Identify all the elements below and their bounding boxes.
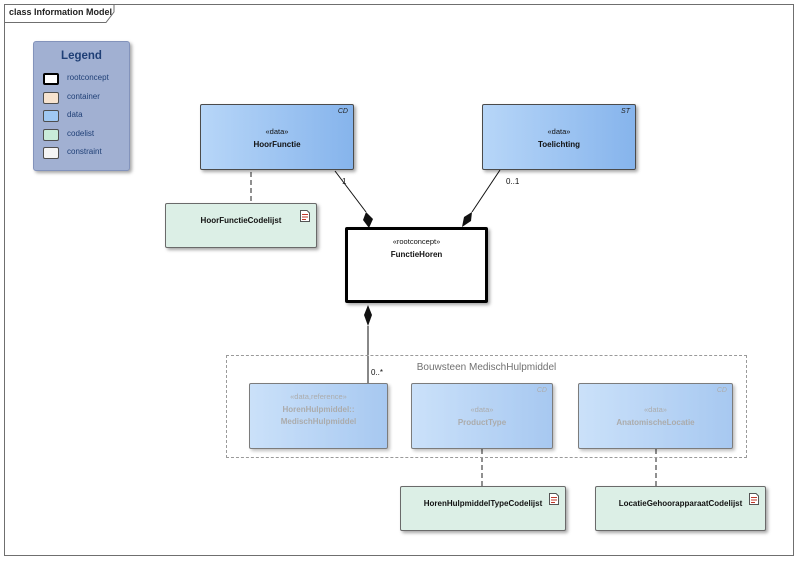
codelist-document-icon xyxy=(300,210,310,222)
toelichting-aggregation-diamond xyxy=(462,212,472,227)
legend-swatch xyxy=(43,147,59,159)
class-tag: CD xyxy=(536,387,547,394)
legend-label: container xyxy=(67,92,100,101)
legend-swatch xyxy=(43,110,59,122)
class-name-line-2: MedischHulpmiddel xyxy=(280,417,357,426)
hoorfunctie-aggregation-diamond xyxy=(363,212,373,228)
class-stereotype: «data» xyxy=(265,127,289,136)
class-medischhulpmiddel[interactable]: «data,reference» HorenHulpmiddel:: Medis… xyxy=(249,383,388,449)
class-tag: ST xyxy=(621,108,630,115)
class-name: FunctieHoren xyxy=(390,250,443,259)
legend-label: codelist xyxy=(67,129,95,138)
class-stereotype: «data,reference» xyxy=(290,392,347,401)
legend-swatch xyxy=(43,73,59,85)
codelist-name: HorenHulpmiddelTypeCodelijst xyxy=(423,499,543,508)
class-tag: CD xyxy=(337,108,348,115)
boundary-bouwsteen-medischhulpmiddel: Bouwsteen MedischHulpmiddel xyxy=(226,355,747,458)
toelichting-association-line xyxy=(471,169,501,213)
diagram-frame xyxy=(4,4,794,556)
class-name: Toelichting xyxy=(537,140,581,149)
class-stereotype: «data» xyxy=(547,127,571,136)
legend-swatch xyxy=(43,92,59,104)
class-tag: CD xyxy=(716,387,727,394)
frame-tab-shape xyxy=(4,4,115,23)
medischhulpmiddel-composition-diamond xyxy=(364,305,372,326)
multiplicity-toelichting: 0..1 xyxy=(506,177,520,186)
legend-title: Legend xyxy=(61,50,102,62)
class-stereotype: «rootconcept» xyxy=(392,237,441,246)
legend-label: data xyxy=(67,110,83,119)
legend-label: constraint xyxy=(67,147,102,156)
codelist-name: LocatieGehoorapparaatCodelijst xyxy=(618,499,743,508)
class-functiehoren[interactable]: «rootconcept» FunctieHoren xyxy=(345,227,488,303)
class-name-line-1: HorenHulpmiddel:: xyxy=(282,405,355,414)
hoorfunctie-association-line xyxy=(334,170,367,213)
class-name: AnatomischeLocatie xyxy=(616,418,695,427)
class-stereotype: «data» xyxy=(644,405,667,414)
multiplicity-medischhulpmiddel: 0..* xyxy=(371,368,384,377)
class-toelichting[interactable]: ST «data» Toelichting xyxy=(482,104,636,170)
class-stereotype: «data» xyxy=(470,405,494,414)
codelist-horenhulpmiddeltype[interactable]: HorenHulpmiddelTypeCodelijst xyxy=(400,486,566,531)
codelist-locatiegehoorapparaat[interactable]: LocatieGehoorapparaatCodelijst xyxy=(595,486,766,531)
codelist-document-icon xyxy=(749,493,759,505)
multiplicity-hoorfunctie: 1 xyxy=(342,177,347,186)
class-anatomischelocatie[interactable]: CD «data» AnatomischeLocatie xyxy=(578,383,733,449)
diagram-title: class Information Model xyxy=(9,7,113,17)
class-name: HoorFunctie xyxy=(253,140,301,149)
legend: Legend rootconcept container data codeli… xyxy=(33,41,130,171)
codelist-document-icon xyxy=(549,493,559,505)
codelist-name: HoorFunctieCodelijst xyxy=(200,216,282,225)
class-hoorfunctie[interactable]: CD «data» HoorFunctie xyxy=(200,104,354,170)
class-producttype[interactable]: CD «data» ProductType xyxy=(411,383,553,449)
class-name: ProductType xyxy=(457,418,507,427)
codelist-hoorfunctie[interactable]: HoorFunctieCodelijst xyxy=(165,203,317,248)
legend-swatch xyxy=(43,129,59,141)
legend-label: rootconcept xyxy=(67,73,109,82)
boundary-title: Bouwsteen MedischHulpmiddel xyxy=(416,362,557,373)
